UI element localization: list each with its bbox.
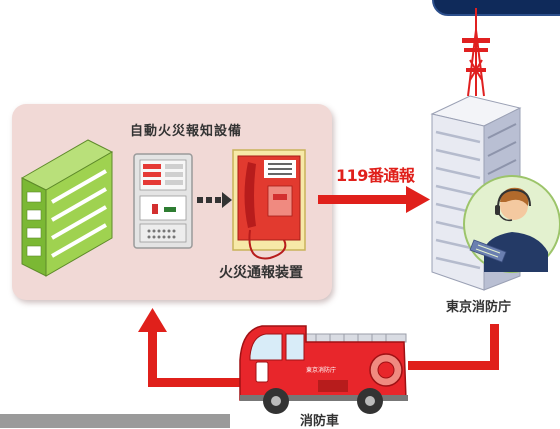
bottom-bar: [0, 414, 230, 428]
fire-truck-icon: 東京消防庁: [239, 325, 408, 414]
truck-label: 消防車: [300, 414, 340, 429]
call-arrow: [318, 186, 430, 213]
truck-side-text: 東京消防庁: [306, 366, 336, 374]
signal-dotted-arrow: [197, 192, 232, 208]
fire-alarm-panel-icon: [133, 153, 193, 249]
building-icon: [20, 139, 114, 277]
department-label: 東京消防庁: [446, 300, 512, 315]
dispatch-arrow-right: [408, 324, 499, 370]
operator-icon: [463, 175, 560, 273]
call-label: 119番通報: [336, 166, 415, 185]
return-arrow-left: [138, 308, 248, 387]
emergency-phone-icon: [232, 149, 306, 260]
system-title: 自動火災報知設備: [130, 124, 243, 139]
device-label: 火災通報装置: [219, 265, 303, 281]
